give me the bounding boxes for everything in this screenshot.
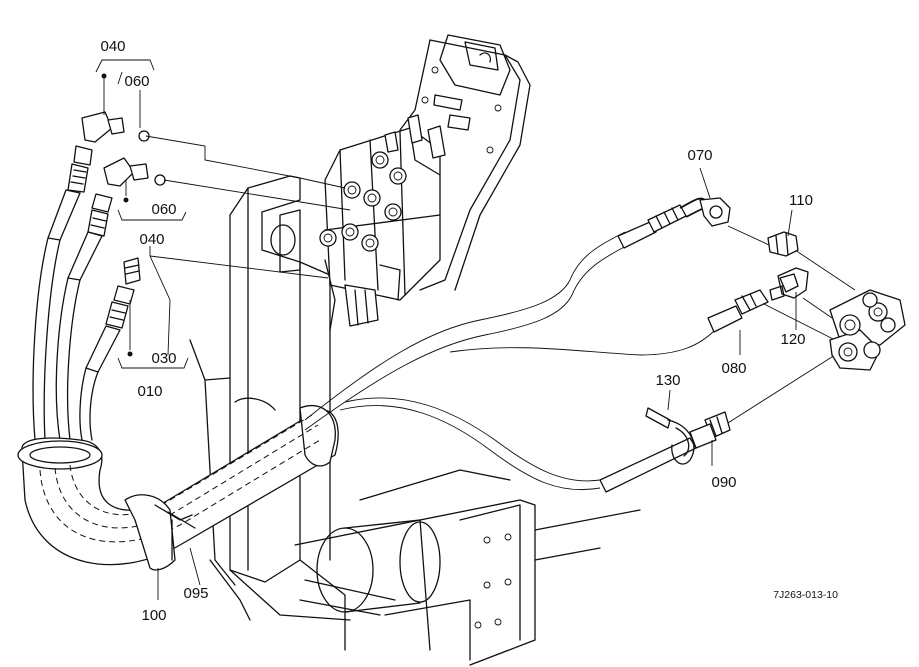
reference-code: 7J263-013-10 <box>773 589 838 601</box>
pipe-070 <box>617 197 731 249</box>
callout-060-top: 060 <box>124 73 149 90</box>
callout-120: 120 <box>780 331 805 348</box>
callout-100: 100 <box>141 607 166 624</box>
routing-lines <box>145 135 856 429</box>
control-valve-block <box>319 114 446 331</box>
callout-leaders <box>95 59 797 600</box>
long-pipes <box>304 231 716 491</box>
tractor-frame <box>189 175 641 666</box>
callout-040-mid: 040 <box>139 231 164 248</box>
callout-090: 090 <box>711 474 736 491</box>
callout-labels: 040 060 060 040 030 010 070 110 120 080 … <box>100 38 838 624</box>
left-hoses <box>32 111 166 441</box>
callout-095: 095 <box>183 585 208 602</box>
hose-protector-095 <box>17 404 339 571</box>
callout-030: 030 <box>151 350 176 367</box>
manifold-block <box>829 289 906 371</box>
fittings-right <box>599 231 809 493</box>
valve-mount-plate <box>399 34 531 291</box>
callout-110: 110 <box>789 192 813 209</box>
callout-040-top: 040 <box>100 38 125 55</box>
callout-070: 070 <box>687 147 712 164</box>
callout-010: 010 <box>137 383 162 400</box>
callout-080: 080 <box>721 360 746 377</box>
callout-060-mid: 060 <box>151 201 176 218</box>
callout-130: 130 <box>655 372 680 389</box>
